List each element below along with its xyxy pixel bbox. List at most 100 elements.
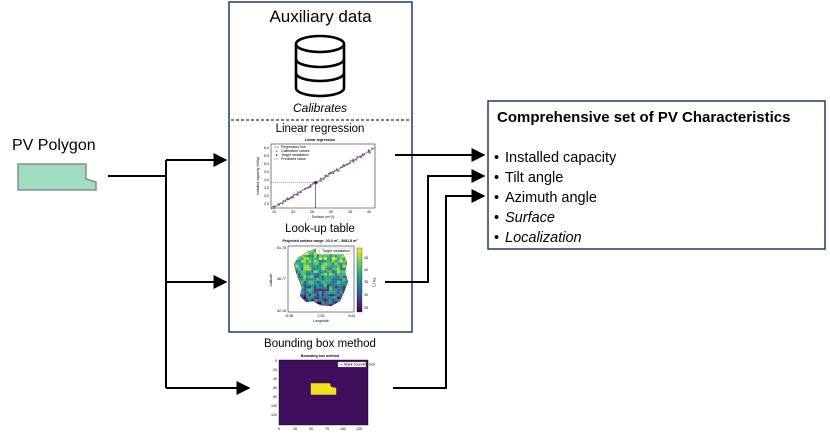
map-cell — [337, 275, 340, 279]
lookup-legend-swatch: × — [318, 249, 320, 253]
map-cell — [319, 262, 322, 266]
map-cell — [339, 257, 343, 260]
lookup-target-marker — [326, 266, 330, 270]
map-cell — [329, 301, 332, 305]
map-cell — [300, 296, 304, 299]
map-cell — [308, 296, 312, 299]
map-cell — [308, 252, 312, 255]
lr-calibration-point — [296, 194, 298, 196]
linear-regression-label: Linear regression — [276, 123, 365, 135]
map-cell — [324, 257, 327, 260]
map-cell — [324, 304, 327, 306]
lookup-yticks: 51.78 46.77 42.15 — [277, 246, 286, 313]
map-cell — [319, 270, 322, 273]
lr-ytick: 3.0 — [264, 194, 269, 198]
map-cell — [308, 288, 312, 292]
bounding-box-label: Bounding box method — [264, 338, 376, 350]
map-cell — [313, 293, 317, 297]
map-cell — [300, 267, 304, 271]
map-cell — [300, 288, 304, 292]
map-cell — [313, 254, 317, 258]
input-connectors — [108, 153, 251, 395]
map-cell — [337, 254, 340, 258]
map-cell — [311, 299, 314, 302]
lr-calibration-point — [322, 178, 325, 180]
map-cell — [321, 275, 325, 279]
map-cell — [313, 260, 317, 263]
map-cell — [339, 260, 343, 263]
lr-calibration-point — [363, 153, 366, 155]
map-cell — [300, 265, 304, 268]
map-cell — [295, 262, 299, 266]
lr-calibration-point — [296, 191, 299, 193]
map-cell — [319, 265, 322, 268]
lookup-colorbar — [356, 247, 363, 313]
bb-legend-box — [337, 361, 367, 368]
map-cell — [334, 293, 338, 297]
map-cell — [313, 262, 317, 266]
lr-calibration-point — [309, 183, 312, 186]
lr-legend-3: Predicted value — [281, 157, 306, 161]
map-cell — [321, 265, 325, 268]
map-cell — [311, 286, 314, 289]
map-cell — [306, 278, 309, 281]
map-cell — [294, 265, 296, 268]
lr-calibration-point — [328, 172, 331, 174]
map-cell — [306, 252, 309, 255]
map-cell — [311, 270, 314, 273]
map-cell — [316, 270, 319, 273]
lr-calibration-point — [316, 181, 319, 184]
lookup-ytick: 46.77 — [277, 277, 286, 281]
map-cell — [316, 262, 319, 266]
map-cell — [342, 288, 345, 292]
map-cell — [319, 267, 322, 271]
map-cell — [342, 275, 345, 279]
lr-calibration-point — [351, 159, 354, 162]
map-cell — [295, 265, 299, 268]
map-cell — [298, 275, 301, 279]
map-cell — [311, 267, 314, 271]
lr-calibration-point — [371, 147, 373, 149]
map-cell — [303, 299, 306, 302]
map-cell — [311, 249, 314, 253]
map-cell — [300, 275, 304, 279]
map-cell — [332, 260, 335, 263]
map-cell — [342, 257, 345, 260]
lr-ytick: 3.5 — [264, 186, 269, 190]
map-cell — [321, 296, 325, 299]
database-icon — [294, 34, 346, 98]
map-cell — [324, 262, 327, 266]
map-cell — [329, 283, 332, 286]
lr-calibration-point — [334, 169, 336, 172]
map-cell — [339, 288, 343, 292]
map-cell — [329, 270, 332, 273]
map-cell — [337, 296, 340, 299]
map-cell — [316, 288, 319, 292]
map-cell — [303, 278, 306, 281]
lookup-legend-box — [315, 247, 353, 255]
map-cell — [329, 275, 332, 279]
map-cell — [334, 291, 338, 294]
map-cell — [319, 280, 322, 284]
map-cell — [298, 273, 301, 276]
map-cell — [313, 299, 317, 302]
map-cell — [324, 283, 327, 286]
map-cell — [324, 265, 327, 268]
lr-legend-0: Regression line — [281, 145, 306, 149]
bb-xtick: 125 — [356, 427, 362, 431]
map-cell — [313, 257, 317, 260]
bb-yticks: 0 20 40 60 80 100 120 — [271, 359, 277, 417]
map-cell — [329, 293, 332, 297]
map-cell — [321, 299, 325, 302]
lr-calibration-point — [312, 182, 314, 184]
map-cell — [308, 254, 312, 258]
map-cell — [316, 286, 319, 289]
map-cell — [329, 299, 332, 302]
lr-ytick: 5.0 — [264, 162, 269, 166]
lookup-ylabel: Latitude — [269, 274, 273, 287]
lr-calibration-point — [272, 205, 274, 208]
map-cell — [319, 278, 322, 281]
output-item-localization: Localization — [505, 230, 582, 246]
map-cell — [306, 288, 309, 292]
auxiliary-data-title: Auxiliary data — [269, 7, 372, 26]
